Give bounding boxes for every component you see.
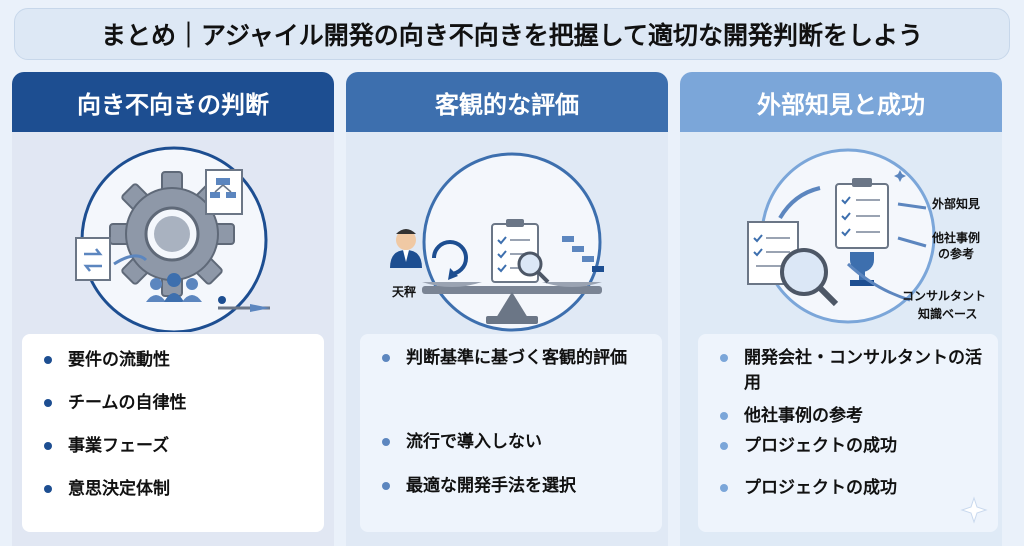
- bullet-icon: [44, 356, 52, 364]
- magnifier-icon: [517, 251, 550, 284]
- scale-label: 天秤: [392, 284, 416, 299]
- list-item: 流行で導入しない: [382, 430, 650, 455]
- gear-icon: [109, 171, 235, 297]
- bullet-icon: [44, 399, 52, 407]
- bullet-icon: [382, 482, 390, 490]
- balance-illustration: 天秤: [390, 152, 604, 332]
- list-item: 開発会社・コンサルタントの活用: [720, 346, 986, 396]
- bullet-icon: [44, 485, 52, 493]
- label-consultant-2: 知識ベース: [917, 306, 977, 321]
- gantt-icon: [562, 236, 604, 272]
- bullet-icon: [720, 484, 728, 492]
- label-consultant-1: コンサルタント: [902, 289, 986, 303]
- page-title: まとめ｜アジャイル開発の向き不向きを把握して適切な開発判断をしよう: [14, 8, 1010, 60]
- sparkle-icon: [894, 170, 906, 182]
- bullet-icon: [44, 442, 52, 450]
- change-document-icon: [75, 237, 111, 281]
- label-other-cases-1: 他社事例: [931, 230, 980, 245]
- list-item: プロジェクトの成功: [720, 434, 986, 459]
- checklist-box: 要件の流動性 チームの自律性 事業フェーズ 意思決定体制: [22, 334, 324, 532]
- arrow-icon: [897, 236, 927, 248]
- balance-scale-icon: [422, 282, 602, 324]
- column-objective-evaluation: 客観的な評価: [346, 72, 668, 546]
- flowchart-document-icon: [205, 169, 243, 215]
- cycle-arrow-icon: [432, 240, 468, 280]
- arrow-icon: [897, 202, 927, 210]
- team-icon: [146, 273, 202, 302]
- bullet-icon: [720, 412, 728, 420]
- arrow-icon: [778, 186, 821, 220]
- label-external-knowledge: 外部知見: [932, 196, 980, 211]
- column-heading: 外部知見と成功: [680, 72, 1002, 132]
- list-item: プロジェクトの成功: [720, 476, 986, 501]
- arrow-icon: [846, 262, 911, 302]
- gear-illustration: [75, 146, 270, 332]
- bullet-icon: [382, 354, 390, 362]
- arrow-icon: [113, 254, 148, 266]
- magnifier-icon: [780, 248, 839, 307]
- checklist-box: 開発会社・コンサルタントの活用 他社事例の参考 プロジェクトの成功 プロジェクト…: [698, 334, 998, 532]
- knowledge-illustration: 外部知見 他社事例 の参考 コンサルタント 知識ベース: [747, 148, 986, 324]
- list-item: 意思決定体制: [44, 477, 312, 502]
- list-item: チームの自律性: [44, 391, 312, 416]
- bullet-icon: [720, 442, 728, 450]
- list-item: 判断基準に基づく客観的評価: [382, 346, 650, 371]
- list-item: 他社事例の参考: [720, 404, 986, 429]
- column-heading: 客観的な評価: [346, 72, 668, 132]
- clipboard-icon: [835, 178, 889, 249]
- checklist-box: 判断基準に基づく客観的評価 流行で導入しない 最適な開発手法を選択: [360, 334, 662, 532]
- column-heading: 向き不向きの判断: [12, 72, 334, 132]
- sparkle-icon: [960, 496, 988, 524]
- businessman-icon: [390, 229, 422, 268]
- list-item: 要件の流動性: [44, 348, 312, 373]
- column-suitability: 向き不向きの判断: [12, 72, 334, 546]
- bullet-icon: [720, 354, 728, 362]
- list-item: 最適な開発手法を選択: [382, 474, 650, 499]
- roadmap-icon: [218, 296, 270, 312]
- column-external-knowledge: 外部知見と成功: [680, 72, 1002, 546]
- list-item: 事業フェーズ: [44, 434, 312, 459]
- label-other-cases-2: の参考: [938, 246, 974, 261]
- bullet-icon: [382, 438, 390, 446]
